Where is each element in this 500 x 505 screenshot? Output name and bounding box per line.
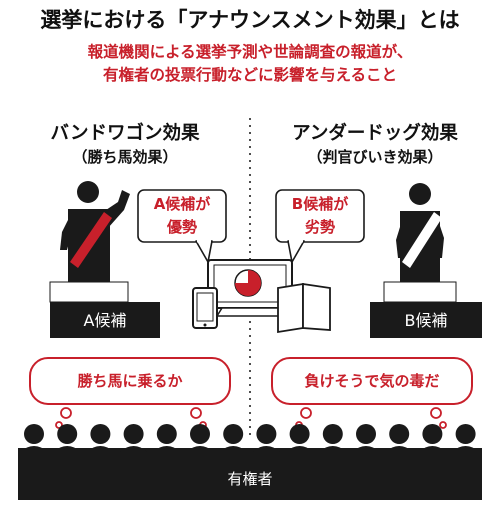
candidate-b-figure-icon	[370, 183, 482, 338]
candidate-b-label: B候補	[404, 311, 448, 330]
crowd-head	[256, 424, 277, 444]
crowd-head	[322, 424, 343, 444]
crowd-head	[57, 424, 78, 444]
bubble-b-line-1: B候補が	[291, 195, 349, 213]
crowd-shoulders	[318, 446, 347, 452]
candidate-b-podium	[370, 302, 482, 338]
bubble-b-line-2: 劣勢	[304, 218, 335, 236]
speech-bubble-a	[137, 189, 227, 263]
crowd-head	[24, 424, 44, 444]
crowd-head	[389, 424, 410, 444]
subtitle-line-1: 報道機関による選挙予測や世論調査の報道が、	[87, 43, 413, 61]
crowd-head	[289, 424, 310, 444]
tv-screen-icon	[207, 259, 293, 317]
smartphone-icon	[192, 287, 218, 329]
crowd-shoulders	[285, 446, 314, 452]
thought-b-text: 負けそうで気の毒だ	[304, 372, 440, 390]
subtitle-line-2: 有権者の投票行動などに影響を与えること	[102, 66, 398, 84]
thought-bubble-a	[29, 357, 231, 429]
crowd-head	[90, 424, 111, 444]
crowd-head	[455, 424, 476, 444]
crowd-head	[356, 424, 376, 444]
voters-bar	[18, 448, 482, 500]
crowd-shoulders	[186, 446, 214, 452]
bandwagon-subtitle: （勝ち馬効果）	[72, 148, 178, 166]
crowd-shoulders	[119, 446, 148, 452]
crowd-shoulders	[451, 446, 480, 452]
voters-label: 有権者	[227, 470, 273, 488]
crowd-shoulders	[418, 446, 447, 452]
crowd-head	[223, 424, 244, 444]
crowd-shoulders	[86, 446, 115, 452]
bubble-a-line-2: 優勢	[166, 218, 197, 236]
crowd-shoulders	[252, 446, 281, 452]
underdog-title: アンダードッグ効果	[292, 123, 458, 144]
crowd-head	[190, 424, 210, 444]
bubble-a-line-1: A候補が	[153, 195, 211, 213]
crowd-shoulders	[352, 446, 380, 452]
crowd-shoulders	[385, 446, 414, 452]
candidate-a-podium	[50, 302, 160, 338]
thought-a-text: 勝ち馬に乗るか	[77, 372, 183, 390]
page-title: 選挙における「アナウンスメント効果」とは	[40, 8, 460, 32]
crowd-shoulders	[53, 446, 82, 452]
crowd-icon	[18, 424, 482, 500]
thought-bubble-b	[271, 357, 473, 429]
bandwagon-title: バンドワゴン効果	[50, 123, 200, 144]
crowd-shoulders	[20, 446, 48, 452]
crowd-head	[123, 424, 144, 444]
candidate-a-figure-icon	[49, 181, 160, 338]
crowd-shoulders	[219, 446, 248, 452]
underdog-subtitle: （判官びいき効果）	[307, 148, 443, 166]
speech-bubble-b	[275, 189, 365, 263]
candidate-a-label: A候補	[83, 311, 127, 330]
crowd-head	[422, 424, 443, 444]
newspaper-icon	[277, 282, 331, 334]
crowd-head	[156, 424, 177, 444]
crowd-shoulders	[152, 446, 181, 452]
